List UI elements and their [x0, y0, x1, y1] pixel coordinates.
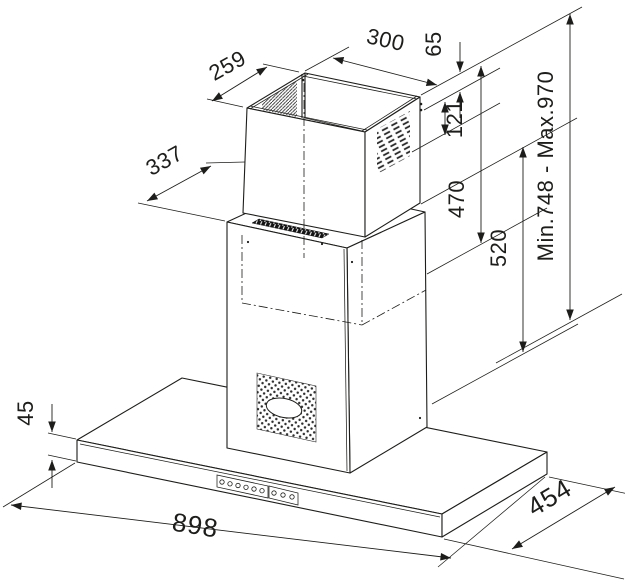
side-vent-grille	[377, 111, 410, 174]
hidden-inner-duct-lines	[241, 235, 427, 326]
hidden-line	[361, 289, 427, 326]
extension-line	[548, 476, 625, 494]
control-button	[259, 488, 265, 494]
dimension-65: 65	[421, 31, 501, 118]
dimension-300: 300	[304, 23, 438, 87]
dimension-45: 45	[13, 400, 77, 488]
rim-inner-edge	[361, 95, 418, 132]
dimension-label-300: 300	[364, 23, 407, 56]
extension-line	[2, 462, 76, 508]
dimension-label-121: 121	[442, 100, 467, 138]
dimension-label-520: 520	[486, 229, 511, 267]
mounting-dots	[246, 240, 422, 420]
extension-line	[304, 46, 350, 72]
extension-line	[137, 202, 226, 222]
inner-seam	[304, 117, 363, 132]
dimension-337: 337	[137, 140, 246, 222]
rim-inner-edge	[249, 73, 309, 110]
control-button	[235, 482, 241, 489]
hood-body-edge-fold	[343, 248, 348, 472]
extension-line	[423, 67, 501, 111]
dimension-height-range: Min.748 - Max.970	[420, 6, 623, 364]
corner-post	[301, 73, 306, 118]
extension-line	[205, 161, 246, 164]
extension-line	[431, 323, 579, 405]
screw-dot	[418, 416, 422, 420]
top-vent-slot	[251, 218, 330, 239]
dimension-line	[10, 502, 452, 561]
control-strip-left	[216, 474, 269, 499]
control-panel	[216, 474, 299, 506]
filter-panel	[256, 372, 317, 443]
extension-line	[206, 98, 244, 108]
screw-dot	[320, 242, 324, 246]
dimension-label-259: 259	[205, 45, 251, 85]
dimension-label-height-range: Min.748 - Max.970	[533, 71, 558, 262]
screw-dot	[419, 102, 423, 106]
hood-body-right-face	[346, 211, 428, 474]
control-button	[289, 494, 295, 500]
dimension-label-65: 65	[421, 31, 446, 56]
extension-line	[443, 538, 625, 580]
dimension-label-470: 470	[444, 180, 469, 218]
screw-dot	[301, 78, 305, 82]
dimension-520: 520	[420, 117, 579, 405]
dimension-line	[146, 165, 212, 202]
inner-vent-hatch	[262, 81, 297, 117]
screw-dot	[350, 260, 354, 264]
filter-handle-cutout	[265, 397, 303, 419]
extension-line	[262, 63, 300, 73]
dimension-470: 470	[426, 66, 548, 275]
extension-line	[47, 454, 77, 462]
extension-line	[495, 293, 623, 364]
dimension-label-337: 337	[142, 140, 188, 180]
control-buttons	[219, 479, 295, 500]
dimension-line	[332, 56, 438, 87]
control-button	[251, 486, 257, 492]
dimension-label-45: 45	[13, 400, 38, 425]
control-button	[243, 484, 249, 490]
extension-line	[411, 102, 501, 153]
extension-line	[420, 6, 583, 96]
dimension-line	[211, 66, 268, 102]
extension-line	[420, 117, 578, 205]
dimension-121: 121	[411, 100, 501, 153]
control-button	[227, 481, 233, 487]
rim-inner-edge	[302, 75, 418, 100]
chimney-duct	[242, 72, 423, 258]
hidden-line	[241, 302, 363, 326]
chimney-screw-holes	[301, 78, 423, 112]
extension-line	[47, 432, 77, 440]
extension-line	[426, 207, 548, 275]
screw-dot	[246, 240, 250, 244]
dimension-label-898: 898	[170, 507, 221, 544]
control-button	[280, 492, 286, 498]
screw-dot	[419, 108, 423, 112]
dimension-line	[511, 486, 616, 550]
control-button	[271, 490, 277, 496]
control-button	[219, 479, 225, 485]
